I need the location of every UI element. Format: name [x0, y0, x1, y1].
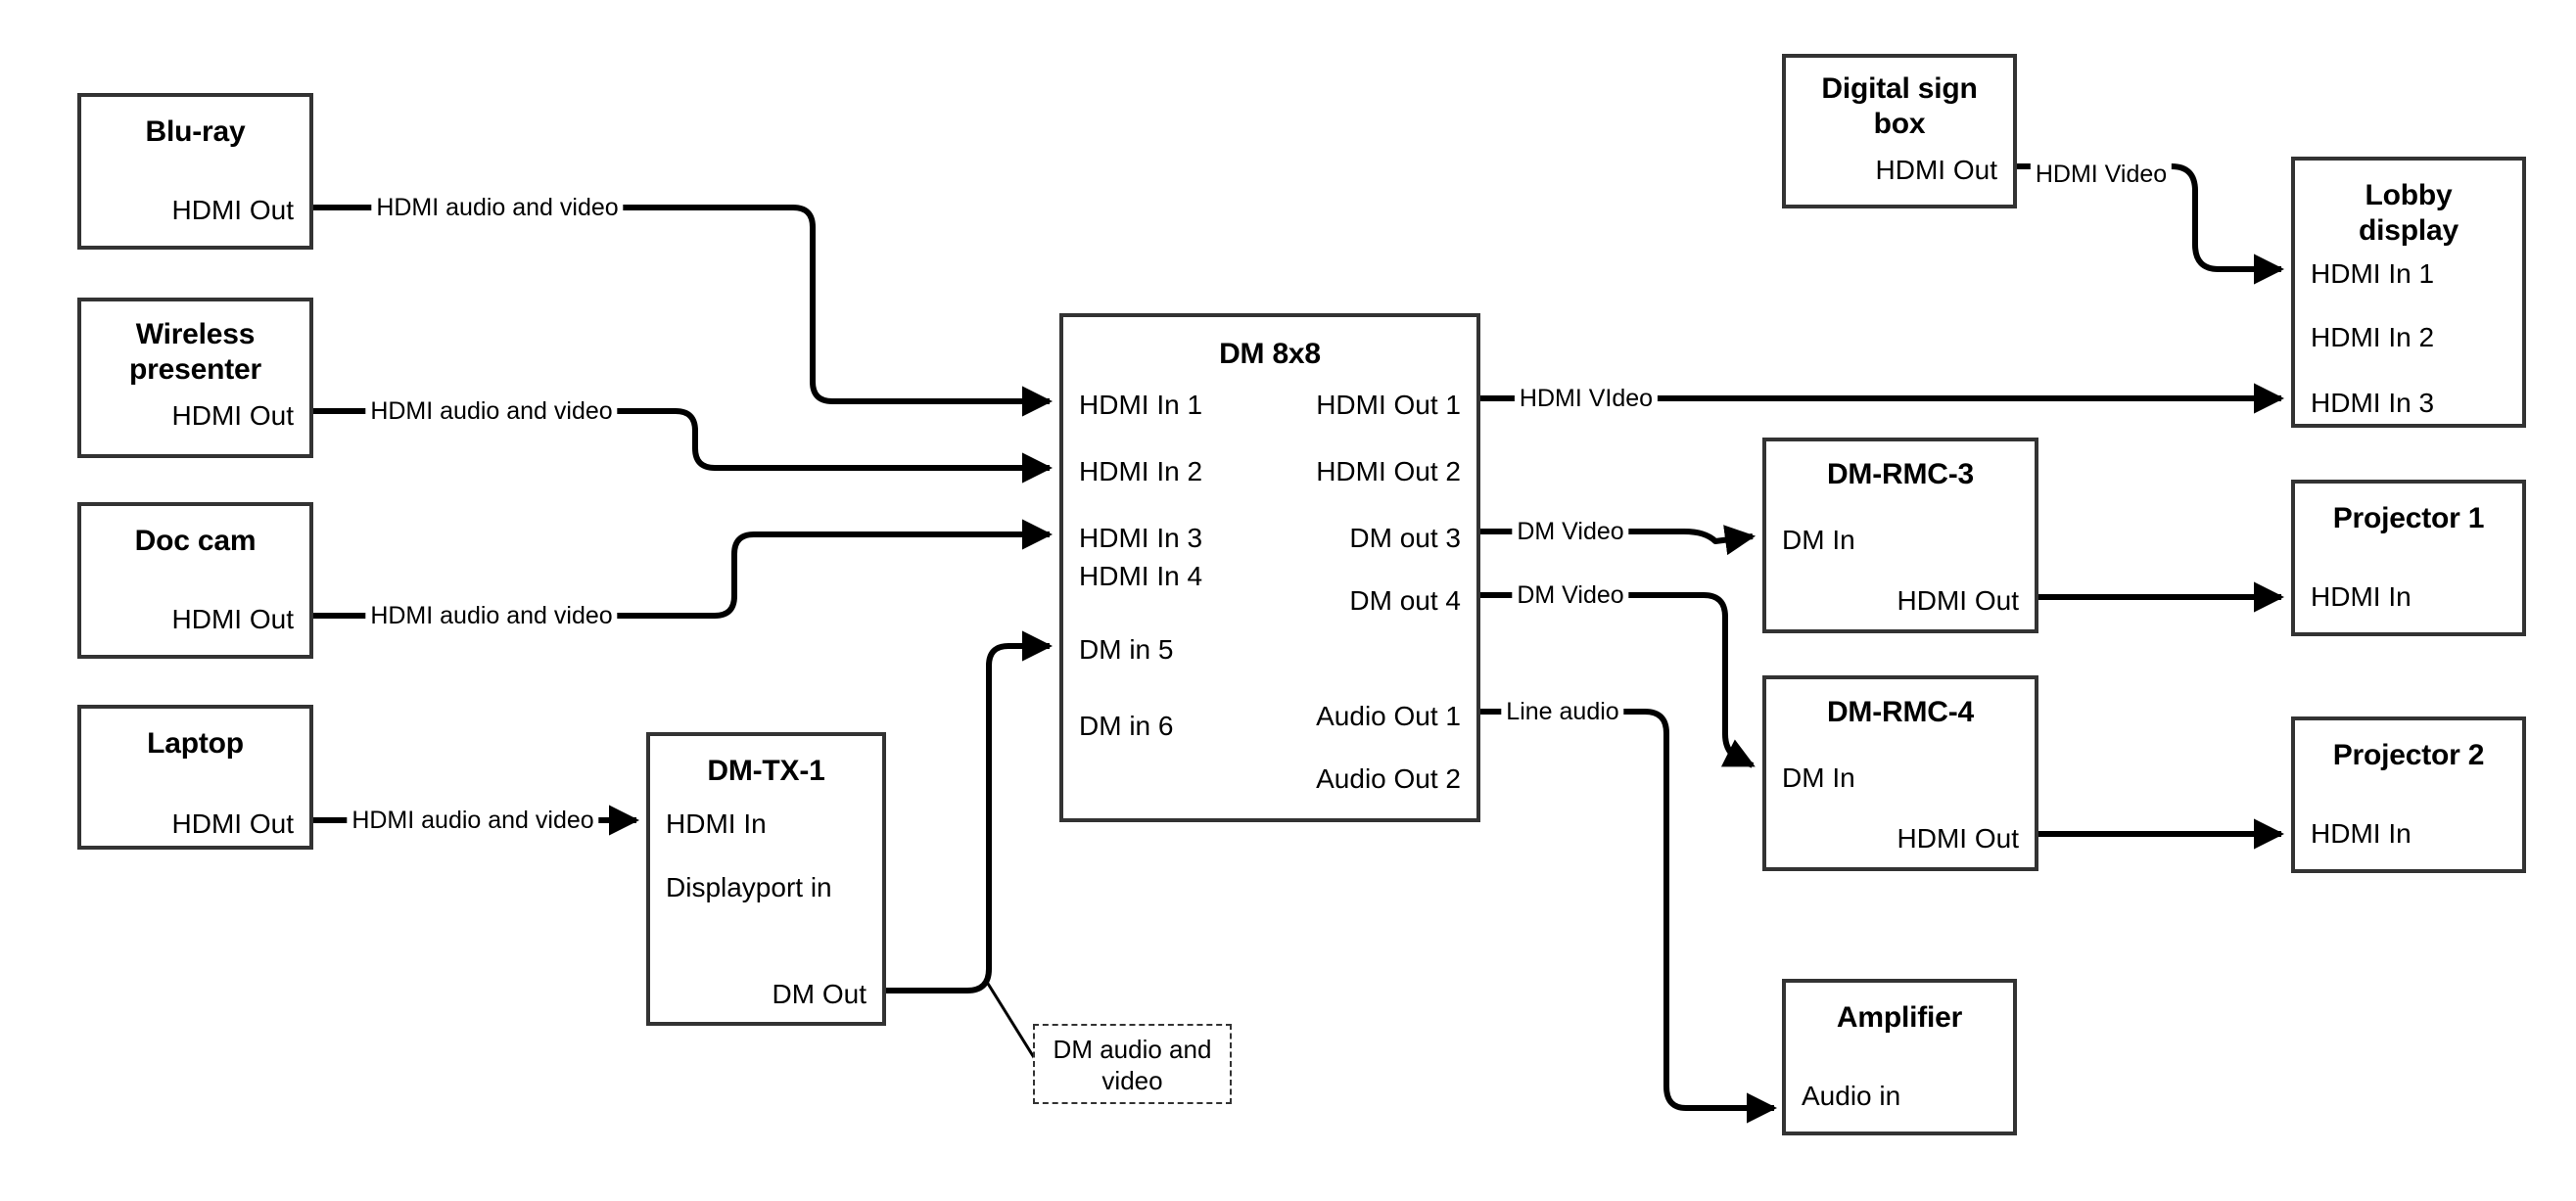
- node-dm-8x8-title: DM 8x8: [1219, 338, 1321, 370]
- node-lobby-display-port-hdmi-in-3[interactable]: HDMI In 3: [2311, 388, 2435, 418]
- node-doc-cam-port-hdmi-out[interactable]: HDMI Out: [171, 604, 294, 634]
- wire-blu-ray-to-hdmi-in-1: [313, 205, 1054, 417]
- node-doc-cam[interactable]: Doc cam HDMI Out: [77, 502, 313, 659]
- node-dm-8x8-port-dm-out-3[interactable]: DM out 3: [1349, 523, 1461, 553]
- node-lobby-display-title-line2: display: [2359, 214, 2459, 247]
- node-dm-8x8-port-dm-out-4[interactable]: DM out 4: [1349, 585, 1461, 616]
- node-dm-rmc-3[interactable]: DM-RMC-3 DM In HDMI Out: [1762, 438, 2038, 633]
- node-blu-ray-port-hdmi-out[interactable]: HDMI Out: [171, 195, 294, 225]
- node-wireless-presenter-title-line2: presenter: [129, 353, 261, 386]
- node-amplifier[interactable]: Amplifier Audio in: [1782, 979, 2017, 1135]
- node-blu-ray[interactable]: Blu-ray HDMI Out: [77, 93, 313, 250]
- node-lobby-display-port-hdmi-in-2[interactable]: HDMI In 2: [2311, 322, 2435, 352]
- node-dm-8x8-port-audio-out-2[interactable]: Audio Out 2: [1316, 763, 1461, 794]
- node-wireless-presenter[interactable]: Wireless presenter HDMI Out: [77, 298, 313, 458]
- node-dm-8x8-port-hdmi-in-3[interactable]: HDMI In 3: [1079, 523, 1203, 553]
- node-dm-8x8[interactable]: DM 8x8 HDMI In 1 HDMI In 2 HDMI In 3 HDM…: [1059, 313, 1480, 822]
- wire-label-doc-cam: HDMI audio and video: [365, 602, 618, 629]
- node-dm-rmc-4-title: DM-RMC-4: [1826, 696, 1975, 728]
- node-dm-tx-1-port-hdmi-in[interactable]: HDMI In: [666, 808, 767, 839]
- wire-label-laptop: HDMI audio and video: [347, 807, 599, 834]
- node-dm-8x8-port-dm-in-5[interactable]: DM in 5: [1079, 634, 1174, 665]
- wire-label-line-audio: Line audio: [1501, 698, 1624, 725]
- node-projector-1[interactable]: Projector 1 HDMI In: [2291, 480, 2526, 636]
- node-projector-1-title: Projector 1: [2332, 502, 2485, 534]
- node-amplifier-title: Amplifier: [1836, 1001, 1963, 1034]
- node-dm-8x8-port-hdmi-in-2[interactable]: HDMI In 2: [1079, 456, 1203, 486]
- wire-audio-out-1-to-amplifier: [1480, 709, 1778, 1124]
- node-dm-tx-1-port-dm-out[interactable]: DM Out: [772, 979, 866, 1009]
- wire-label-hdmi-video-out-1: HDMI VIdeo: [1514, 385, 1659, 412]
- node-digital-sign-box-port-hdmi-out[interactable]: HDMI Out: [1875, 155, 1997, 185]
- node-dm-8x8-port-audio-out-1[interactable]: Audio Out 1: [1316, 701, 1461, 731]
- node-laptop[interactable]: Laptop HDMI Out: [77, 705, 313, 850]
- node-lobby-display-title-line1: Lobby: [2365, 179, 2453, 211]
- node-projector-2-port-hdmi-in[interactable]: HDMI In: [2311, 818, 2412, 849]
- node-lobby-display[interactable]: Lobby display HDMI In 1 HDMI In 2 HDMI I…: [2291, 157, 2526, 428]
- callout-text-line1: DM audio and: [1053, 1035, 1212, 1064]
- node-projector-2[interactable]: Projector 2 HDMI In: [2291, 716, 2526, 873]
- wire-dm-tx-1-to-dm-in-5: [886, 630, 1054, 993]
- callout-dm-audio-and-video: DM audio and video: [1033, 1024, 1232, 1104]
- node-dm-rmc-4-port-dm-in[interactable]: DM In: [1782, 762, 1855, 793]
- node-projector-2-title: Projector 2: [2332, 739, 2485, 771]
- node-dm-rmc-3-title: DM-RMC-3: [1826, 458, 1975, 490]
- node-digital-sign-box-title-line2: box: [1873, 108, 1926, 140]
- node-doc-cam-title: Doc cam: [134, 525, 257, 557]
- callout-text-line2: video: [1101, 1066, 1163, 1095]
- node-blu-ray-title: Blu-ray: [145, 115, 246, 148]
- node-dm-8x8-port-hdmi-out-1[interactable]: HDMI Out 1: [1316, 390, 1461, 420]
- node-dm-rmc-3-port-dm-in[interactable]: DM In: [1782, 525, 1855, 555]
- wire-label-sign-hdmi-video: HDMI Video: [2030, 161, 2173, 188]
- node-dm-tx-1-port-displayport-in[interactable]: Displayport in: [666, 872, 832, 902]
- wire-label-wireless-presenter: HDMI audio and video: [365, 397, 618, 425]
- node-amplifier-port-audio-in[interactable]: Audio in: [1802, 1081, 1901, 1111]
- node-dm-8x8-port-dm-in-6[interactable]: DM in 6: [1079, 711, 1174, 741]
- node-dm-8x8-port-hdmi-in-4[interactable]: HDMI In 4: [1079, 561, 1203, 591]
- wire-dm-out-4-to-rmc-4: [1480, 592, 1756, 768]
- node-dm-8x8-port-hdmi-in-1[interactable]: HDMI In 1: [1079, 390, 1203, 420]
- node-wireless-presenter-port-hdmi-out[interactable]: HDMI Out: [171, 400, 294, 431]
- wire-label-blu-ray: HDMI audio and video: [371, 194, 624, 221]
- node-dm-rmc-3-port-hdmi-out[interactable]: HDMI Out: [1897, 585, 2019, 616]
- node-lobby-display-port-hdmi-in-1[interactable]: HDMI In 1: [2311, 258, 2435, 289]
- node-laptop-title: Laptop: [147, 727, 244, 760]
- node-dm-tx-1-title: DM-TX-1: [707, 755, 825, 787]
- node-digital-sign-box-title-line1: Digital sign: [1821, 72, 1978, 105]
- node-laptop-port-hdmi-out[interactable]: HDMI Out: [171, 808, 294, 839]
- node-dm-tx-1[interactable]: DM-TX-1 HDMI In Displayport in DM Out: [646, 732, 886, 1026]
- node-wireless-presenter-title-line1: Wireless: [135, 318, 256, 350]
- node-dm-8x8-port-hdmi-out-2[interactable]: HDMI Out 2: [1316, 456, 1461, 486]
- node-projector-1-port-hdmi-in[interactable]: HDMI In: [2311, 581, 2412, 612]
- node-digital-sign-box[interactable]: Digital sign box HDMI Out: [1782, 54, 2017, 208]
- node-dm-rmc-4-port-hdmi-out[interactable]: HDMI Out: [1897, 823, 2019, 854]
- wire-label-dm-video-out-4: DM Video: [1512, 581, 1629, 609]
- callout-leader-line: [983, 978, 1042, 1068]
- node-dm-rmc-4[interactable]: DM-RMC-4 DM In HDMI Out: [1762, 675, 2038, 871]
- wire-label-dm-video-out-3: DM Video: [1512, 518, 1629, 545]
